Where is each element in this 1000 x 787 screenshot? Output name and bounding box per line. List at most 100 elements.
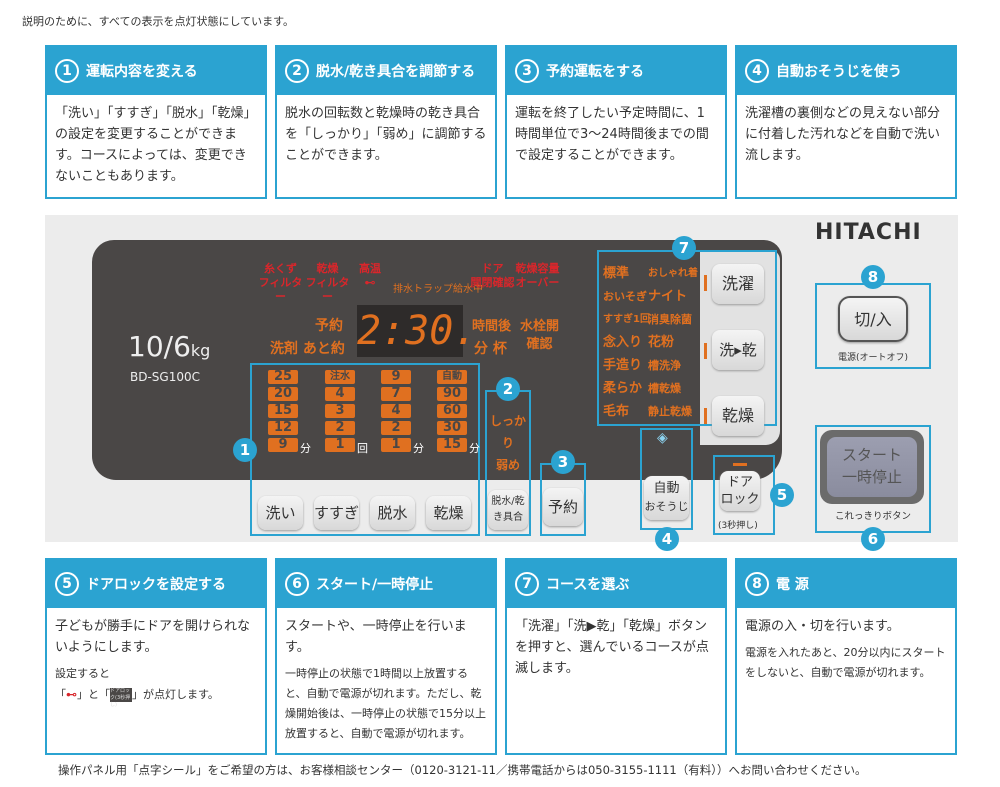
level-weak: 弱め	[495, 458, 520, 472]
reserve-button[interactable]: 予約	[543, 488, 583, 526]
dry-option: 60	[437, 404, 467, 418]
callout-3: 3	[551, 450, 575, 474]
dry-course-button[interactable]: 乾燥	[712, 396, 764, 436]
course-rinse-once: すすぎ1回	[603, 314, 650, 325]
display-note: 説明のために、すべての表示を点灯状態にしています。	[22, 15, 295, 28]
door-lock-button[interactable]: ドアロック	[720, 471, 760, 511]
course-tub-wash: 槽洗浄	[648, 359, 681, 372]
spin-dry-level-button[interactable]: 脱水/乾き具合	[488, 490, 528, 530]
course-soft: 柔らか	[603, 381, 643, 396]
course-static-dry: 静止乾燥	[648, 405, 692, 418]
seven-segment-display: 2:30.	[357, 305, 477, 357]
indicator-text: 高温	[359, 262, 381, 275]
callout-1: 1	[233, 438, 257, 462]
callout-7: 7	[672, 236, 696, 260]
card-title: ドアロックを設定する	[86, 577, 226, 593]
step-number: 7	[515, 572, 539, 596]
faucet-check-label: 水栓開確認	[520, 318, 559, 354]
door-lock-icon: ドアロック(3秒押し)	[110, 688, 132, 708]
wash-led	[704, 275, 707, 291]
card-title: 自動おそうじを使う	[776, 64, 902, 80]
spin-option: 7	[381, 387, 411, 401]
power-button[interactable]: 切/入	[838, 296, 908, 342]
detergent-label: 洗剤 あと約	[270, 338, 345, 358]
brand-logo: HITACHI	[815, 220, 922, 245]
button-text: おそうじ	[644, 500, 689, 513]
rinse-option: 1	[325, 438, 355, 452]
minutes-cups-label: 分 杯	[474, 338, 507, 358]
callout-8: 8	[861, 265, 885, 289]
card-body: 電源の入・切を行います。	[745, 619, 900, 634]
indicator-text: 糸くず	[264, 262, 297, 275]
course-tub-dry: 槽乾燥	[648, 382, 681, 395]
button-text: ロック	[720, 492, 760, 507]
card-body: 「洗濯」「洗▶乾」「乾燥」ボタンを押すと、選んでいるコースが点滅します。	[515, 619, 709, 676]
wash-option: 15	[268, 404, 298, 418]
card-title: 脱水/乾き具合を調節する	[316, 64, 476, 80]
auto-clean-icon: ◈	[657, 430, 668, 446]
course-list-left: 標準おいそぎすすぎ1回念入り手造り柔らか毛布	[603, 262, 650, 423]
start-note: これっきりボタン	[834, 511, 911, 522]
power-note: 電源(オートオフ)	[837, 353, 909, 363]
dry-option: 30	[437, 421, 467, 435]
course-list-right: おしゃれ着ナイト消臭除菌花粉槽洗浄槽乾燥静止乾燥	[648, 262, 698, 423]
unit-label: 回	[357, 442, 368, 455]
indicator-text: 乾燥容量	[515, 262, 560, 275]
hours-later-label: 時間後	[472, 319, 512, 334]
rinse-button[interactable]: すすぎ	[314, 496, 359, 530]
lint-filter-indicator: 糸くずフィルター	[258, 262, 303, 304]
wash-dry-course-button[interactable]: 洗▸乾	[712, 330, 764, 370]
high-temp-indicator: 高温⊷	[353, 262, 387, 290]
bracket: 」と「	[77, 688, 110, 701]
label-text: 水栓開	[520, 319, 560, 334]
rinse-option: 2	[325, 421, 355, 435]
card-title: 予約運転をする	[546, 64, 644, 80]
button-text: スタート	[841, 446, 902, 464]
spin-button[interactable]: 脱水	[370, 496, 415, 530]
callout-5: 5	[770, 483, 794, 507]
step-number: 5	[55, 572, 79, 596]
course-blanket: 毛布	[603, 404, 630, 419]
course-thorough: 念入り	[603, 335, 643, 350]
dry-over-indicator: 乾燥容量オーバー	[515, 262, 560, 290]
course-handmade: 手造り	[603, 358, 643, 373]
wash-dry-led	[704, 343, 707, 359]
card-body: 「洗い」「すすぎ」「脱水」「乾燥」の設定を変更することができます。コースによって…	[55, 106, 257, 184]
button-text: 一時停止	[841, 468, 902, 486]
card-body: スタートや、一時停止を行います。	[285, 619, 467, 655]
card-body: 運転を終了したい予定時間に、1時間単位で3～24時間後までの間で設定することがで…	[515, 106, 709, 163]
rinse-option: 4	[325, 387, 355, 401]
course-standard: 標準	[603, 266, 630, 281]
card-body: 子どもが勝手にドアを開けられないようにします。	[55, 619, 251, 655]
reserve-label: 予約	[315, 318, 343, 334]
indicator-text: 乾燥	[316, 262, 339, 275]
indicator-text: フィルター	[258, 276, 303, 303]
card-subtext: 一時停止の状態で1時間以上放置すると、自動で電源が切れます。ただし、乾燥開始後は…	[285, 667, 486, 740]
label-text: 洗剤	[270, 341, 298, 357]
capacity-value: 10/6	[128, 330, 191, 363]
dry-level-indicators: しっかり弱め	[487, 410, 529, 476]
auto-clean-button[interactable]: 自動おそうじ	[644, 476, 689, 520]
dry-button[interactable]: 乾燥	[426, 496, 471, 530]
capacity-unit: kg	[190, 341, 211, 360]
indicator-text: 開閉確認	[470, 276, 515, 289]
card-subtext-icons: 「⊷」と「ドアロック(3秒押し)」が点灯します。	[55, 684, 257, 708]
spin-option: 1	[381, 438, 411, 452]
card-title: 電 源	[776, 577, 809, 593]
course-pollen: 花粉	[648, 335, 675, 350]
step-number: 8	[745, 572, 769, 596]
wash-course-button[interactable]: 洗濯	[712, 264, 764, 304]
start-pause-button[interactable]: スタート一時停止	[827, 437, 917, 497]
door-check-indicator: ドア開閉確認	[470, 262, 515, 290]
drain-trap-indicator: 排水トラップ給水中	[393, 284, 483, 295]
capacity: 10/6kg	[128, 330, 210, 363]
wash-button[interactable]: 洗い	[258, 496, 303, 530]
